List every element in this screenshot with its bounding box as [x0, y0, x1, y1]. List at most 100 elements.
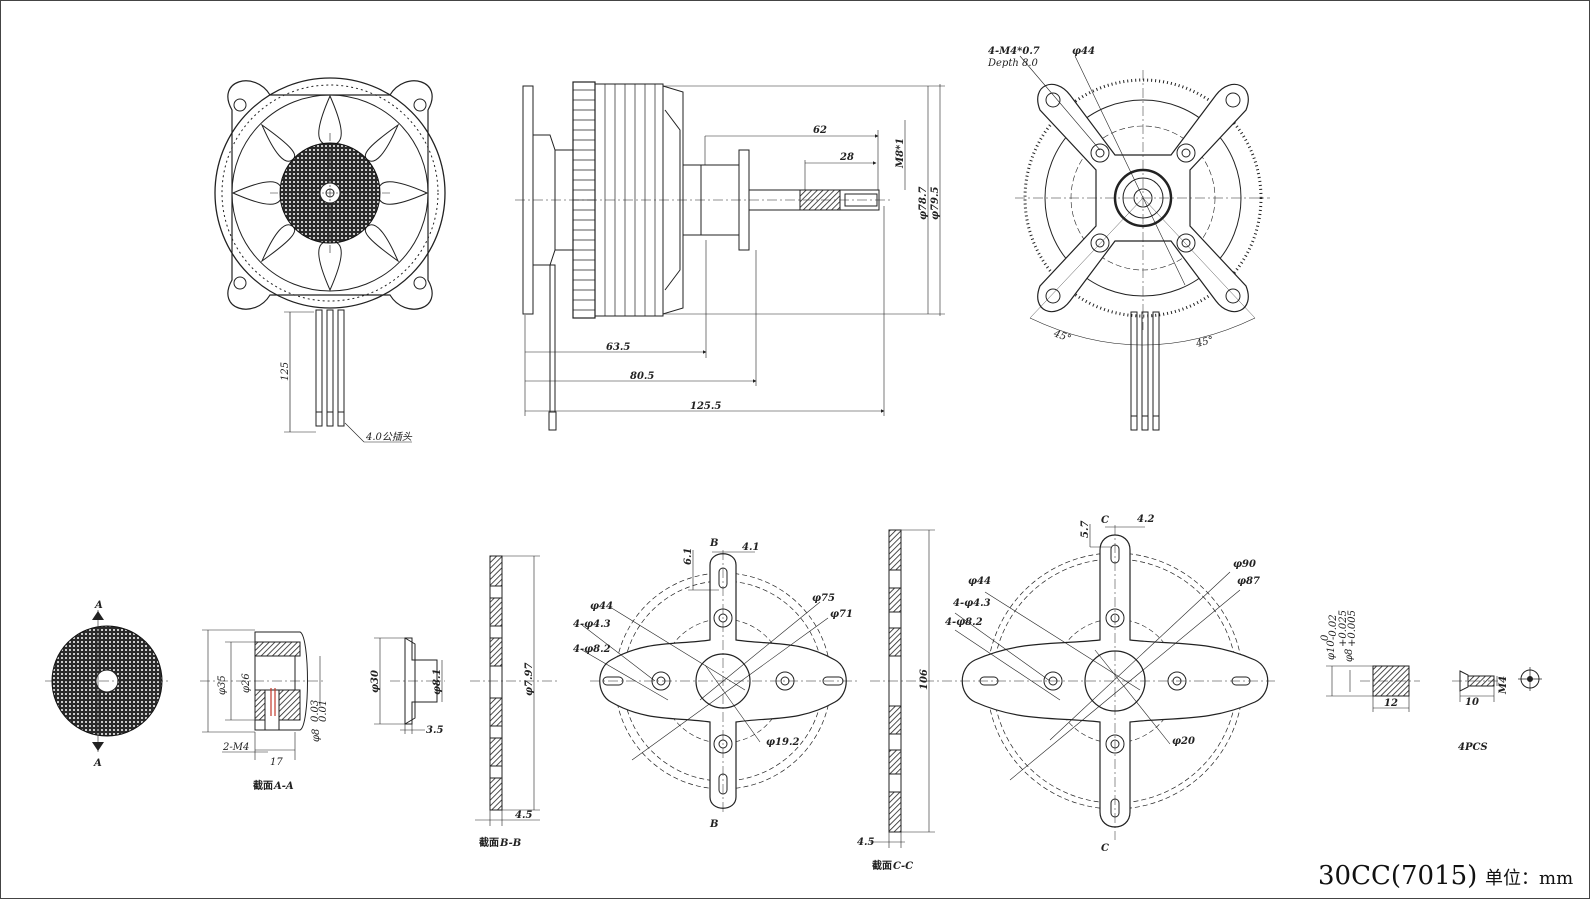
aa-bore-26: φ26	[241, 673, 252, 693]
mount-c-cross	[961, 534, 1269, 828]
bb-hatch-2	[489, 597, 503, 627]
aa-len-17: 17	[270, 757, 283, 768]
section-aa-view	[200, 629, 325, 760]
mount-c-mark-bottom: C	[1101, 843, 1109, 854]
rear-angle-right: 45°	[1194, 335, 1215, 350]
front-ear-hole-br	[413, 276, 427, 290]
aa-caption-cn: 截面	[253, 779, 273, 792]
section-bb-view	[470, 555, 560, 826]
rear-angle-left: 45°	[1051, 328, 1072, 345]
rear-bolt-br	[1176, 233, 1196, 253]
rear-leads	[1130, 311, 1160, 431]
spacer-od: φ10	[1326, 640, 1337, 660]
spacer-id: φ8	[1344, 649, 1355, 662]
front-outer-ring	[214, 77, 446, 309]
bb-hatch-3	[489, 637, 503, 667]
aa-caption-id: A-A	[273, 781, 294, 792]
mount-c-d87: φ87	[1237, 576, 1260, 587]
rear-pcd-label: φ44	[1072, 46, 1095, 57]
cc-dia: 106	[919, 669, 930, 690]
hub-section-mark-top: A	[94, 600, 103, 611]
side-dim-dia2: φ79.5	[930, 187, 941, 220]
collet-thk: 3.5	[426, 725, 443, 736]
mount-c-d90: φ90	[1233, 559, 1256, 570]
side-dimensions	[524, 84, 945, 416]
mount-b-hole43: 4-φ4.3	[573, 619, 611, 630]
side-prop-hub	[738, 149, 750, 251]
mount-c-d20: φ20	[1172, 736, 1195, 747]
mount-b-offset: 6.1	[683, 548, 694, 565]
collet-view	[374, 637, 445, 734]
rear-ear-hole-tr	[1225, 92, 1241, 108]
mount-c-hole-t	[1105, 608, 1125, 628]
mount-b-view	[581, 550, 860, 815]
bb-thk: 4.5	[515, 810, 532, 821]
mount-b-mark-top: B	[709, 538, 718, 549]
front-lead-length-label: 125	[280, 362, 291, 381]
hub-section-mark-bottom: A	[93, 758, 102, 769]
spacer-len: 12	[1384, 698, 1398, 709]
aa-dia-35: φ35	[217, 675, 228, 695]
aa-bore	[254, 655, 296, 691]
mount-b-hole82: 4-φ8.2	[573, 644, 611, 655]
screw-thread: M4	[1498, 676, 1509, 695]
mount-b-d75: φ75	[812, 593, 835, 604]
bb-hatch-5	[489, 737, 503, 767]
collet-od: φ30	[370, 670, 381, 693]
rear-leader-44	[1074, 55, 1186, 286]
mount-c-pcd44: φ44	[968, 576, 991, 587]
spacer-od-tol-sub: -0.02	[1328, 614, 1339, 640]
side-dim-125-5: 125.5	[690, 401, 721, 412]
bb-hatch-4	[489, 697, 503, 727]
cc-hatch-4	[888, 705, 902, 735]
title-unit: 单位：mm	[1485, 868, 1573, 889]
side-dim-dia1: φ78.7	[918, 187, 929, 220]
side-dim-80-5: 80.5	[630, 371, 654, 382]
side-view	[515, 81, 945, 431]
collet-id: φ8.1	[432, 669, 443, 695]
cc-caption-cn: 截面	[872, 859, 892, 872]
front-view	[214, 77, 446, 443]
rear-holes-label: 4-M4*0.7	[988, 46, 1040, 57]
front-leads	[315, 309, 345, 427]
rear-bolt-tl	[1090, 143, 1110, 163]
front-connector-label: 4.0公插头	[365, 431, 413, 443]
bb-hatch-6	[489, 777, 503, 811]
side-dim-28: 28	[839, 152, 854, 163]
mount-b-d71: φ71	[830, 609, 853, 620]
spacer-od-tol-main: 0	[1320, 634, 1331, 641]
bb-dia: φ7.97	[524, 663, 535, 696]
mount-b-mark-bottom: B	[709, 819, 718, 830]
mount-c-hole43: 4-φ4.3	[953, 598, 991, 609]
mount-c-view	[954, 524, 1275, 840]
aa-body	[254, 631, 308, 731]
mount-b-slot: 4.1	[742, 542, 759, 553]
side-dim-62: 62	[813, 125, 827, 136]
aa-shaft-bore	[264, 689, 280, 731]
screw-qty: 4PCS	[1458, 742, 1488, 753]
mount-c-offset: 5.7	[1080, 521, 1091, 538]
title-model: 30CC(7015)	[1318, 861, 1477, 891]
side-lead	[549, 264, 556, 416]
front-ear-hole-tl	[233, 98, 247, 112]
front-flange	[227, 80, 433, 310]
cc-caption-id: C-C	[893, 861, 913, 872]
mount-b-d192: φ19.2	[766, 737, 799, 748]
cc-thk: 4.5	[857, 837, 874, 848]
front-connector-leader	[344, 422, 365, 443]
front-ear-hole-bl	[233, 276, 247, 290]
rear-ear-hole-bl	[1045, 288, 1061, 304]
side-stator-teeth	[573, 89, 595, 311]
rear-depth-label: Depth 8.0	[987, 58, 1039, 69]
rear-bolt-tr	[1176, 143, 1196, 163]
rear-bolt-bl	[1090, 233, 1110, 253]
mount-c-mark-top: C	[1101, 515, 1109, 526]
mount-c-slot: 4.2	[1137, 514, 1154, 525]
section-cc-view	[870, 529, 960, 848]
screw-len: 10	[1465, 697, 1479, 708]
aa-tol-lower: 0.01	[318, 700, 329, 722]
side-dim-63-5: 63.5	[606, 342, 630, 353]
aa-tol-upper: 0.03	[310, 700, 321, 722]
screw-head	[1459, 670, 1469, 692]
